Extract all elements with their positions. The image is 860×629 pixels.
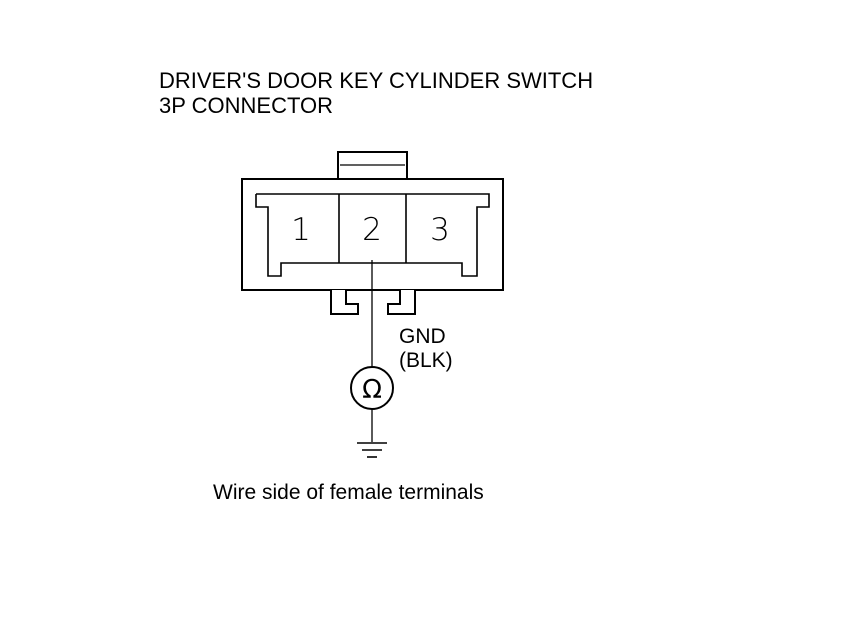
left-hook [330,290,359,315]
diagram-title: DRIVER'S DOOR KEY CYLINDER SWITCH 3P CON… [159,68,593,118]
wire-label: GND (BLK) [399,325,453,373]
diagram-caption: Wire side of female terminals [213,481,484,504]
title-line-1: DRIVER'S DOOR KEY CYLINDER SWITCH [159,68,594,93]
title-line-2: 3P CONNECTOR [159,93,334,118]
terminal-label-3: 3 [430,212,450,248]
cavity-outline [255,193,490,277]
wire-color: (BLK) [399,349,453,372]
ground-icon [357,442,387,458]
ohm-icon: Ω [362,375,382,405]
right-hook [387,290,416,315]
terminal-label-2: 2 [362,212,382,248]
wire-name: GND [399,325,446,348]
terminal-label-1: 1 [291,212,311,248]
